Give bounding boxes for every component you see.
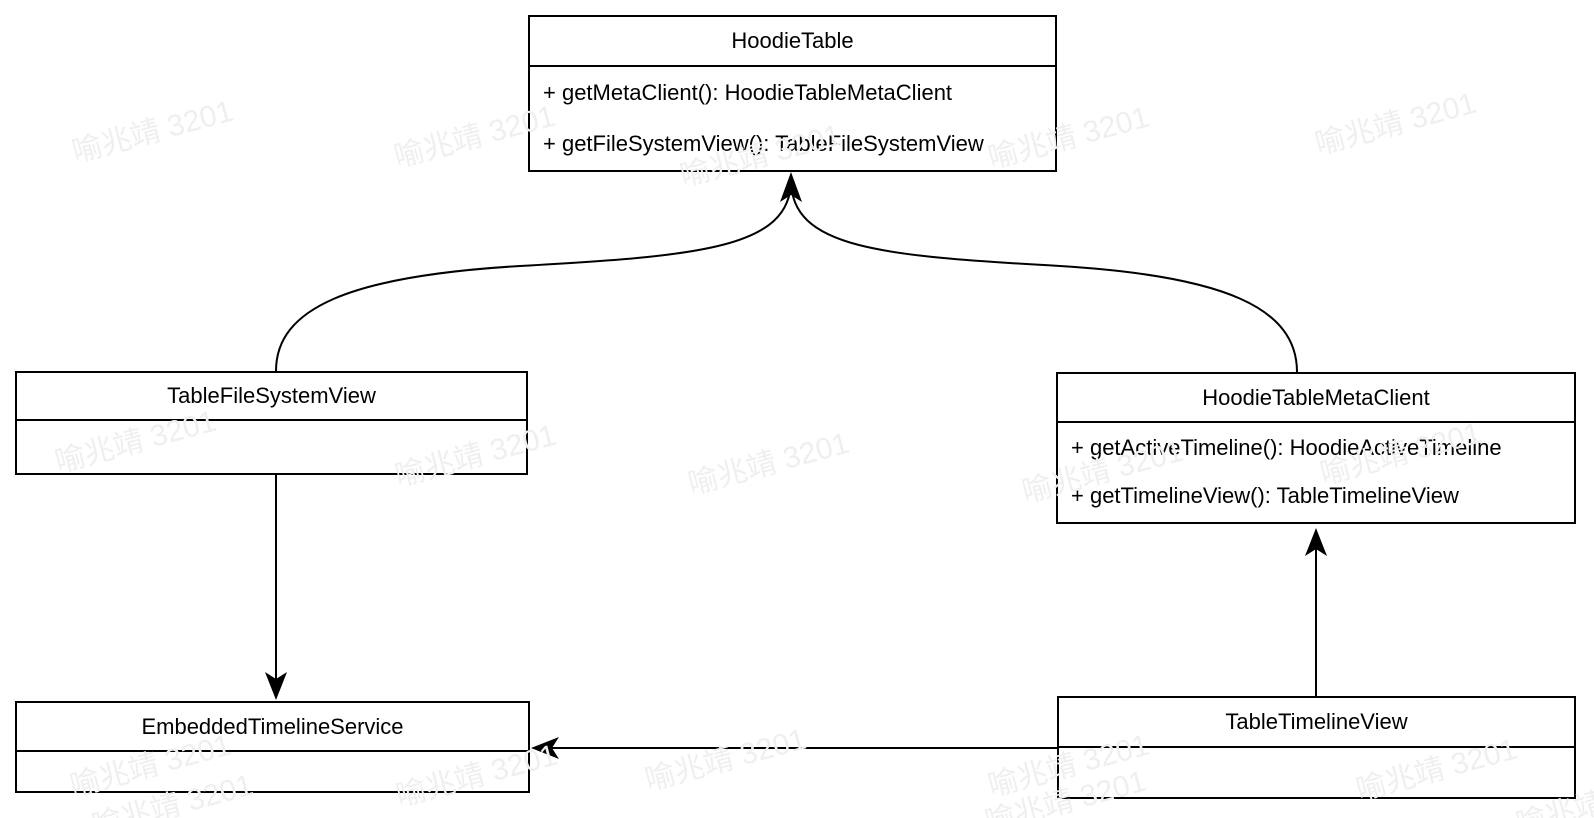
arrowhead-left-embeddedtimelineservice: [531, 737, 559, 759]
class-hoodietablemetaclient-method-gettimelineview: + getTimelineView(): TableTimelineView: [1071, 483, 1459, 508]
class-tablefilesystemview-body: [17, 421, 526, 471]
class-tablefilesystemview: TableFileSystemView: [15, 371, 528, 475]
class-tabletimelineview: TableTimelineView: [1057, 696, 1576, 799]
class-hoodietable-title: HoodieTable: [530, 17, 1055, 67]
arrowhead-up-hoodietable: [780, 172, 802, 202]
watermark-text: 喻兆靖 3201: [684, 426, 853, 502]
class-hoodietable-body: + getMetaClient(): HoodieTableMetaClient…: [530, 67, 1055, 169]
class-tabletimelineview-title: TableTimelineView: [1059, 698, 1574, 748]
class-hoodietablemetaclient-body: + getActiveTimeline(): HoodieActiveTimel…: [1058, 423, 1574, 520]
class-hoodietablemetaclient-title: HoodieTableMetaClient: [1058, 374, 1574, 423]
watermark-text: 喻兆靖 3201: [641, 722, 810, 798]
class-embeddedtimelineservice: EmbeddedTimelineService: [15, 701, 530, 793]
class-hoodietable-method-getfilesystemview: + getFileSystemView(): TableFileSystemVi…: [543, 130, 984, 156]
watermark-text: 喻兆靖 3201: [1311, 86, 1480, 162]
class-hoodietablemetaclient-method-getactivetimeline: + getActiveTimeline(): HoodieActiveTimel…: [1071, 434, 1502, 460]
class-tabletimelineview-body: [1059, 748, 1574, 795]
class-embeddedtimelineservice-title: EmbeddedTimelineService: [17, 703, 528, 752]
arrow-curve-left: [275, 179, 792, 372]
class-hoodietable-method-getmetaclient: + getMetaClient(): HoodieTableMetaClient: [543, 79, 953, 105]
class-tablefilesystemview-title: TableFileSystemView: [17, 373, 526, 421]
arrow-hoodietablemetaclient-to-hoodietable: [790, 179, 1298, 373]
arrow-tabletimelineview-to-hoodietablemetaclient: [1305, 528, 1327, 696]
arrow-tablefilesystemview-to-hoodietable: [275, 179, 792, 372]
arrowhead-up-hoodietablemetaclient: [1305, 528, 1327, 556]
arrow-tabletimelineview-to-embeddedtimelineservice: [531, 737, 1057, 759]
class-hoodietable: HoodieTable + getMetaClient(): HoodieTab…: [528, 15, 1057, 172]
arrow-curve-right: [790, 179, 1298, 373]
arrow-tablefilesystemview-to-embeddedtimelineservice: [265, 475, 287, 700]
class-embeddedtimelineservice-body: [17, 752, 528, 789]
watermark-text: 喻兆靖 3201: [68, 94, 237, 170]
class-hoodietablemetaclient: HoodieTableMetaClient + getActiveTimelin…: [1056, 372, 1576, 524]
arrowhead-down-embeddedtimelineservice: [265, 672, 287, 700]
